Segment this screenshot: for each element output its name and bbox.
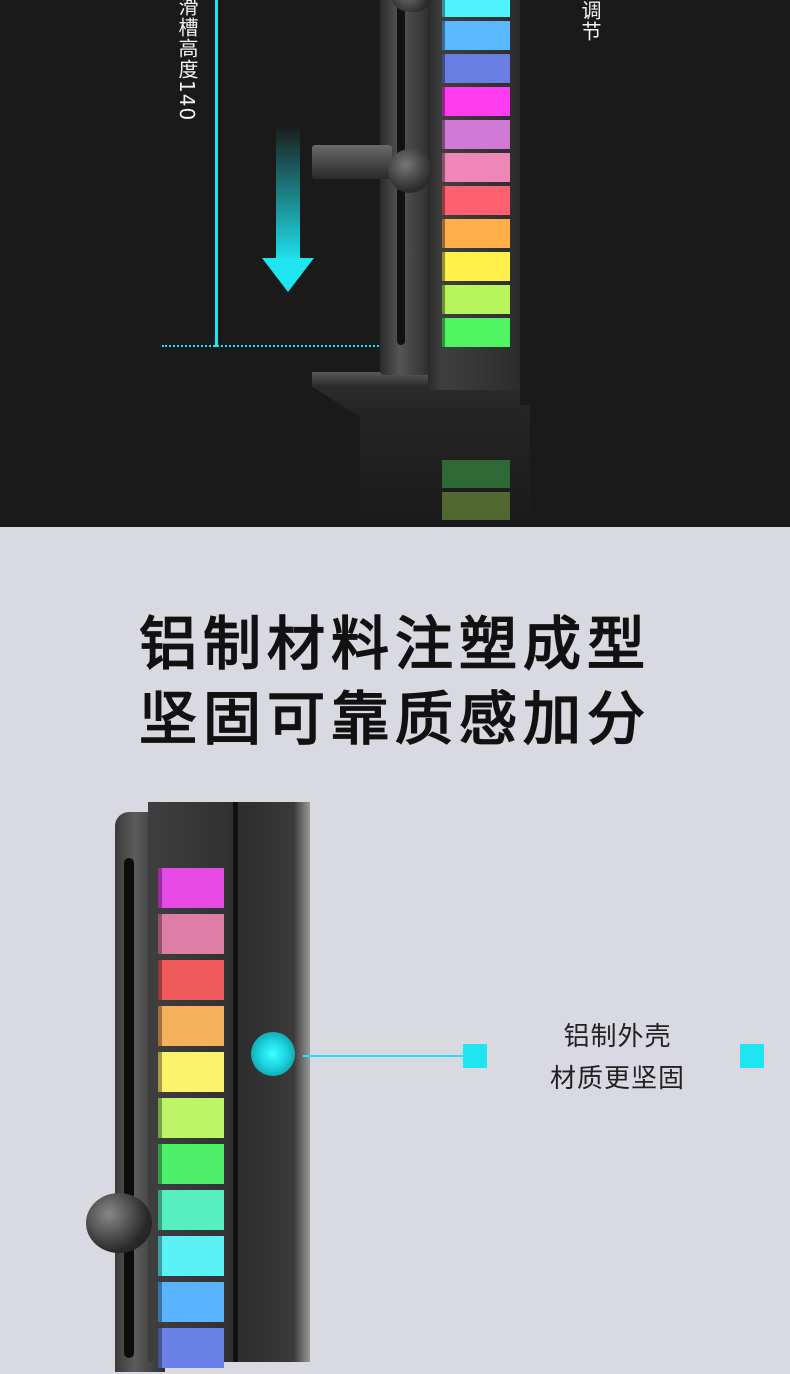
bracket-slot [124,858,134,1358]
callout-square-icon [740,1044,764,1068]
knob-icon [388,149,432,193]
light-segment [442,0,510,17]
light-segment [158,960,224,1000]
reflection-light-segment [442,492,510,520]
light-segment [442,54,510,83]
callout-marker-icon [251,1032,295,1076]
callout-text-line-1: 铝制外壳 [563,1022,672,1052]
light-segment [442,252,510,281]
dark-top-panel: 滑槽高度140 调节 [0,0,790,527]
callout-square-icon [463,1044,487,1068]
light-segment [158,868,224,908]
light-segment [442,153,510,182]
reflection-light-segment [442,460,510,488]
light-segment [158,1328,224,1368]
light-segment [158,1190,224,1230]
light-segment [158,1282,224,1322]
light-segment [158,1052,224,1092]
light-segment [442,285,510,314]
light-segment [442,318,510,347]
light-segment [442,87,510,116]
knob-icon [392,0,432,12]
light-segment [158,1006,224,1046]
down-arrow-icon [262,258,314,292]
callout-line [303,1055,465,1057]
light-segment [158,1144,224,1184]
knob-icon [86,1193,152,1253]
light-segment [158,914,224,954]
light-segment [442,21,510,50]
headline-line-2: 坚固可靠质感加分 [138,685,651,753]
bracket-reflection [360,405,530,527]
light-segment [442,120,510,149]
light-segment [442,219,510,248]
rgb-light-strip [442,0,510,351]
down-arrow-shaft [276,125,300,263]
headline-line-1: 铝制材料注塑成型 [138,610,651,678]
rgb-light-strip [158,868,224,1374]
adjust-label: 调节 [578,0,602,42]
slot-height-label: 滑槽高度140 [175,0,199,122]
bracket-front-edge [233,802,238,1362]
callout-text-line-2: 材质更坚固 [549,1064,685,1094]
slot-bottom-dotted-line [162,345,394,347]
slot-height-dimension-line [215,0,218,347]
light-segment [158,1098,224,1138]
light-segment [442,186,510,215]
clamp-block [312,145,392,179]
light-segment [158,1236,224,1276]
